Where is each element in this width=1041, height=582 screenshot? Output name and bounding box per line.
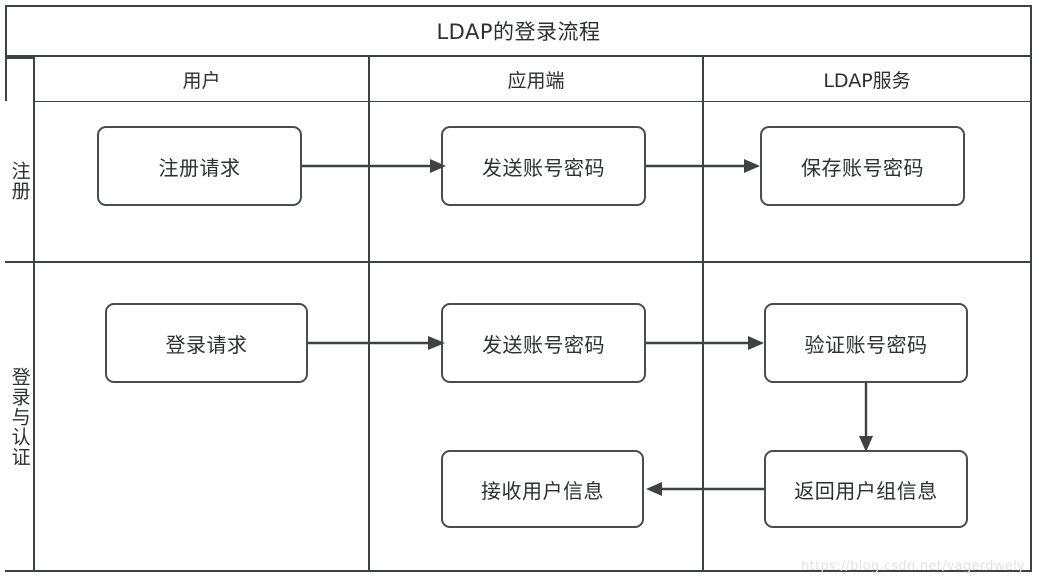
node-register-request-label: 注册请求: [158, 155, 241, 180]
node-login-request[interactable]: 登录请求: [105, 303, 308, 383]
lane-label-register: 注册: [5, 101, 33, 261]
grid-lane-divider: [5, 261, 1032, 263]
node-receive-user-info-label: 接收用户信息: [481, 478, 604, 503]
column-header-ldap: LDAP服务: [704, 57, 1030, 101]
column-header-ldap-label: LDAP服务: [823, 69, 911, 92]
lane-label-login-auth-text: 登录与认证: [8, 366, 31, 467]
column-header-app: 应用端: [370, 57, 702, 101]
column-header-user: 用户: [35, 57, 368, 101]
node-login-request-label: 登录请求: [165, 332, 248, 357]
node-receive-user-info[interactable]: 接收用户信息: [441, 450, 644, 528]
node-verify-credentials[interactable]: 验证账号密码: [764, 303, 968, 383]
grid-column-divider-2: [702, 57, 704, 572]
lane-label-login-auth: 登录与认证: [5, 263, 33, 570]
node-save-credentials-label: 保存账号密码: [801, 155, 924, 180]
diagram-title: LDAP的登录流程: [436, 20, 601, 44]
column-header-app-label: 应用端: [507, 69, 565, 92]
node-return-group-info[interactable]: 返回用户组信息: [764, 450, 968, 528]
grid-border-bottom: [5, 570, 1032, 572]
grid-lane-label-divider: [33, 57, 35, 572]
node-register-request[interactable]: 注册请求: [97, 126, 302, 206]
node-save-credentials[interactable]: 保存账号密码: [760, 126, 965, 206]
grid-border-right: [1030, 57, 1032, 572]
node-send-credentials-register-label: 发送账号密码: [482, 155, 605, 180]
node-send-credentials-login[interactable]: 发送账号密码: [441, 303, 646, 383]
lane-label-register-text: 注册: [8, 161, 31, 201]
grid-header-divider: [33, 100, 1032, 102]
watermark: https://blog.csdn.net/vagerdwely: [801, 559, 1025, 574]
node-verify-credentials-label: 验证账号密码: [804, 332, 928, 357]
grid-column-divider-1: [368, 57, 370, 572]
diagram-title-cell: LDAP的登录流程: [5, 5, 1032, 57]
node-send-credentials-login-label: 发送账号密码: [482, 332, 605, 357]
column-header-user-label: 用户: [182, 69, 221, 92]
node-return-group-info-label: 返回用户组信息: [794, 478, 938, 503]
node-send-credentials-register[interactable]: 发送账号密码: [441, 126, 646, 206]
